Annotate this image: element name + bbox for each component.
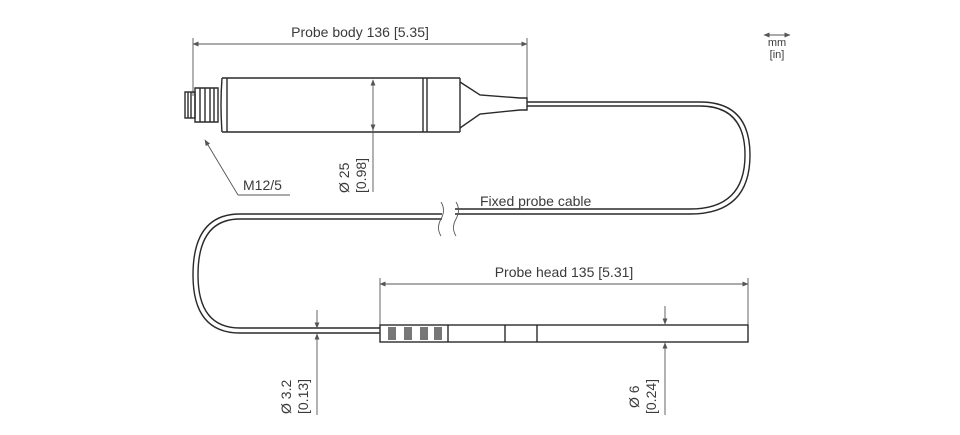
cable-diameter-dimension: Ø 3.2 [0.13] [278, 310, 320, 415]
body-strain-relief [459, 81, 528, 129]
body-diameter-in: [0.98] [353, 158, 369, 193]
body-diameter-dimension: Ø 25 [0.98] [336, 79, 376, 193]
probe-head-vent [420, 327, 428, 340]
probe-cable: Fixed probe cable [192, 101, 751, 334]
cable-lower-outer [192, 213, 442, 334]
connector-callout: M12/5 [204, 139, 290, 196]
unit-mm: mm [768, 37, 786, 49]
cable-lower-inner [197, 218, 442, 329]
probe-body [220, 77, 528, 133]
probe-body-dimension: Probe body 136 [5.35] [192, 24, 528, 103]
connector-label: M12/5 [243, 177, 282, 193]
cable-break-right [453, 201, 459, 237]
cable-upper-inner [455, 105, 746, 210]
body-end-cap [220, 77, 223, 133]
probe-head-vent [388, 327, 396, 340]
cable-break-left [438, 201, 444, 237]
cable-label: Fixed probe cable [480, 193, 592, 209]
cable-upper-outer [455, 101, 751, 215]
probe-head-tube [379, 324, 749, 343]
probe-head-label: Probe head 135 [5.31] [495, 264, 634, 280]
head-diameter-mm: Ø 6 [626, 385, 642, 408]
probe-head [379, 324, 749, 343]
body-diameter-mm: Ø 25 [336, 162, 352, 193]
connector-leader [204, 139, 239, 196]
cable-diameter-mm: Ø 3.2 [278, 380, 294, 414]
probe-head-vent [404, 327, 412, 340]
head-diameter-in: [0.24] [643, 379, 659, 414]
m12-connector [184, 87, 219, 123]
connector-tip [184, 91, 196, 119]
unit-legend: mm [in] [763, 32, 791, 61]
probe-body-label: Probe body 136 [5.35] [291, 24, 429, 40]
unit-in: [in] [770, 49, 785, 61]
probe-head-vent [434, 327, 442, 340]
cable-diameter-in: [0.13] [295, 379, 311, 414]
probe-head-dimension: Probe head 135 [5.31] [379, 264, 749, 325]
head-diameter-dimension: Ø 6 [0.24] [626, 306, 668, 415]
